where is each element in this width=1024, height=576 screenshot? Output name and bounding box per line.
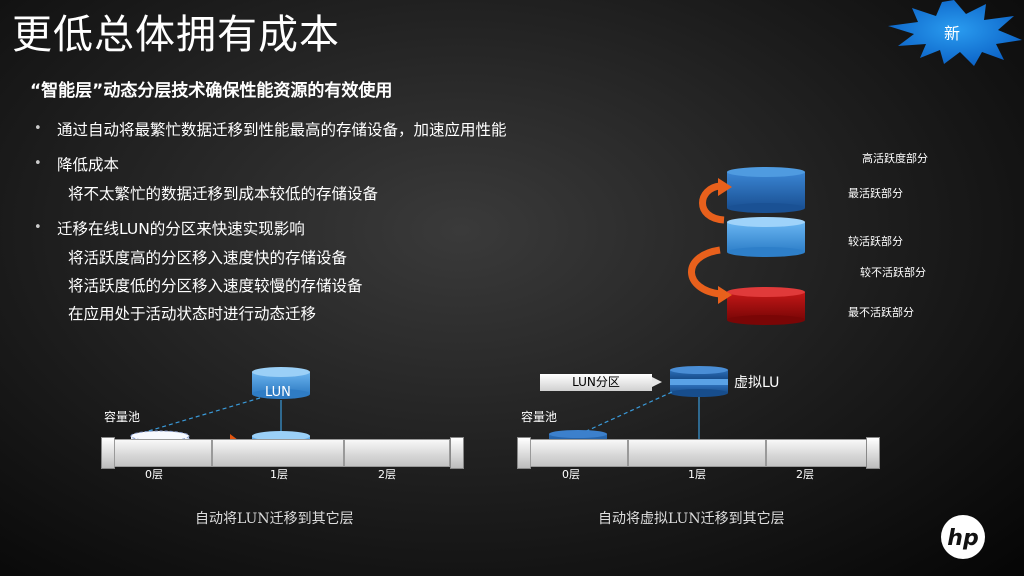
new-badge-starburst [888,0,1022,66]
pool-bar-segment [344,439,450,467]
tier-tick: 2层 [378,468,396,481]
left-caption: 自动将LUN迁移到其它层 [195,511,354,527]
pool-bar-segment [628,439,766,467]
pool-bar-cap [517,437,531,469]
bullet-text: 通过自动将最繁忙数据迁移到性能最高的存储设备，加速应用性能 [57,121,507,139]
tier-level-label: 较活跃部分 [848,235,903,248]
tier-tick: 1层 [688,468,706,481]
tier-header: 高活跃度部分 [862,152,928,165]
pool-bar-cap [450,437,464,469]
bullet-marker: • [34,121,42,136]
right-caption: 自动将虚拟LUN迁移到其它层 [598,511,785,527]
pool-bar-segment [766,439,868,467]
virtual-lu-label: 虚拟LU [734,375,780,391]
sub-line: 将不太繁忙的数据迁移到成本较低的存储设备 [68,185,379,203]
pool-label: 容量池 [521,410,558,424]
tier-tick: 1层 [270,468,288,481]
tier-cylinders-diagram [688,167,805,325]
tier-level-label: 较不活跃部分 [860,266,926,279]
bullet-marker: • [34,156,42,171]
lun-label: LUN [265,385,291,400]
tier-tick: 0层 [145,468,163,481]
lun-cylinder [252,367,310,399]
pool-bar-segment [212,439,344,467]
pool-label: 容量池 [104,410,141,424]
tier-cylinder-2 [727,217,805,257]
tier-cylinder-3 [727,287,805,325]
page-title: 更低总体拥有成本 [12,12,340,58]
tier-cylinder-1 [727,167,805,213]
migrate-up-arrow [699,182,725,224]
virtual-lu-cylinder [670,366,728,397]
migrate-down-arrow [688,246,721,298]
tier-tick: 0层 [562,468,580,481]
tier-level-label: 最活跃部分 [848,187,903,200]
subtitle: “智能层”动态分层技术确保性能资源的有效使用 [30,81,393,101]
sub-line: 将活跃度低的分区移入速度较慢的存储设备 [68,277,363,295]
pool-bar-segment [114,439,212,467]
sub-line: 在应用处于活动状态时进行动态迁移 [68,305,317,323]
pool-bar-segment [530,439,628,467]
hp-logo-text: hp [947,526,978,551]
hp-logo-icon: hp [941,515,985,559]
tier-level-label: 最不活跃部分 [848,306,914,319]
lun-partition-callout: LUN分区 [540,374,662,391]
pool-bar-cap [101,437,115,469]
bullet-marker: • [34,220,42,235]
bullet-text: 降低成本 [57,156,120,174]
bullet-text: 迁移在线LUN的分区来快速实现影响 [57,220,305,238]
sub-line: 将活跃度高的分区移入速度快的存储设备 [68,249,348,267]
new-badge-text: 新 [944,24,961,43]
tier-tick: 2层 [796,468,814,481]
pool-bar-cap [866,437,880,469]
